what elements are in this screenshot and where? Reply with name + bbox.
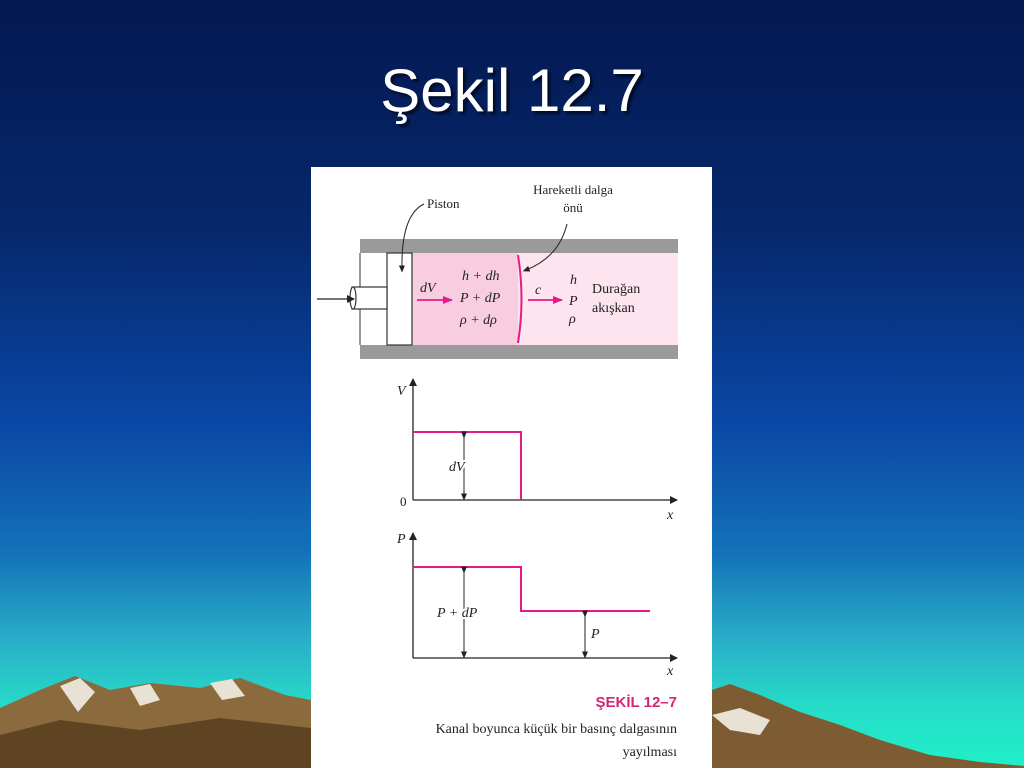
wave-speed-label: c: [535, 283, 542, 298]
stationary-fluid-label-line1: Durağan: [592, 282, 640, 297]
duct-bottom-wall: [360, 345, 678, 359]
enthalpy-label: h: [570, 273, 577, 288]
velocity-plot-origin-label: 0: [400, 494, 407, 509]
duct-top-wall: [360, 239, 678, 253]
slide-title: Şekil 12.7: [380, 57, 644, 124]
piston-leader-line: [398, 203, 425, 273]
wavefront-line: [517, 254, 523, 344]
pressure-low-label: P: [590, 627, 600, 642]
pressure-label: P: [568, 294, 578, 309]
enthalpy-disturbed-label: h + dh: [462, 269, 499, 284]
pressure-plot-x-label: x: [666, 664, 674, 679]
velocity-profile-plot: V 0 x dV: [397, 378, 678, 523]
piston-label: Piston: [427, 196, 460, 211]
velocity-plot-y-label: V: [397, 384, 407, 399]
pressure-disturbed-label: P + dP: [459, 291, 501, 306]
duct-diagram: Piston Hareketli dalga önü dV h + dh P +…: [317, 182, 678, 359]
stationary-fluid-label-line2: akışkan: [592, 301, 635, 316]
pressure-profile-plot: P x P + dP P: [396, 532, 678, 679]
pressure-high-label: P + dP: [436, 606, 478, 621]
disturbed-fluid-region: [412, 253, 518, 345]
figure-caption: ŞEKİL 12–7 Kanal boyunca küçük bir basın…: [436, 694, 678, 760]
wavefront-label-line2: önü: [563, 200, 583, 215]
caption-line2: yayılması: [623, 745, 678, 760]
caption-number: ŞEKİL 12–7: [596, 694, 677, 711]
wave-propagation-diagram: Piston Hareketli dalga önü dV h + dh P +…: [317, 182, 678, 760]
piston-rod-end: [349, 286, 357, 310]
stationary-fluid-region: [518, 253, 678, 345]
velocity-plot-x-label: x: [666, 508, 674, 523]
density-label: ρ: [568, 312, 576, 327]
velocity-step-curve: [413, 431, 522, 500]
wavefront-leader-line: [522, 223, 568, 272]
piston: [386, 252, 413, 346]
density-disturbed-label: ρ + dρ: [459, 313, 497, 328]
velocity-step-label: dV: [449, 460, 466, 475]
pressure-step-curve: [413, 566, 650, 612]
pressure-plot-y-label: P: [396, 532, 406, 547]
piston-rod: [351, 286, 388, 310]
figure-card: Piston Hareketli dalga önü dV h + dh P +…: [311, 167, 712, 768]
wavefront-label-line1: Hareketli dalga: [533, 182, 613, 197]
velocity-increment-label: dV: [420, 281, 437, 296]
caption-line1: Kanal boyunca küçük bir basınç dalgasını…: [436, 722, 677, 737]
